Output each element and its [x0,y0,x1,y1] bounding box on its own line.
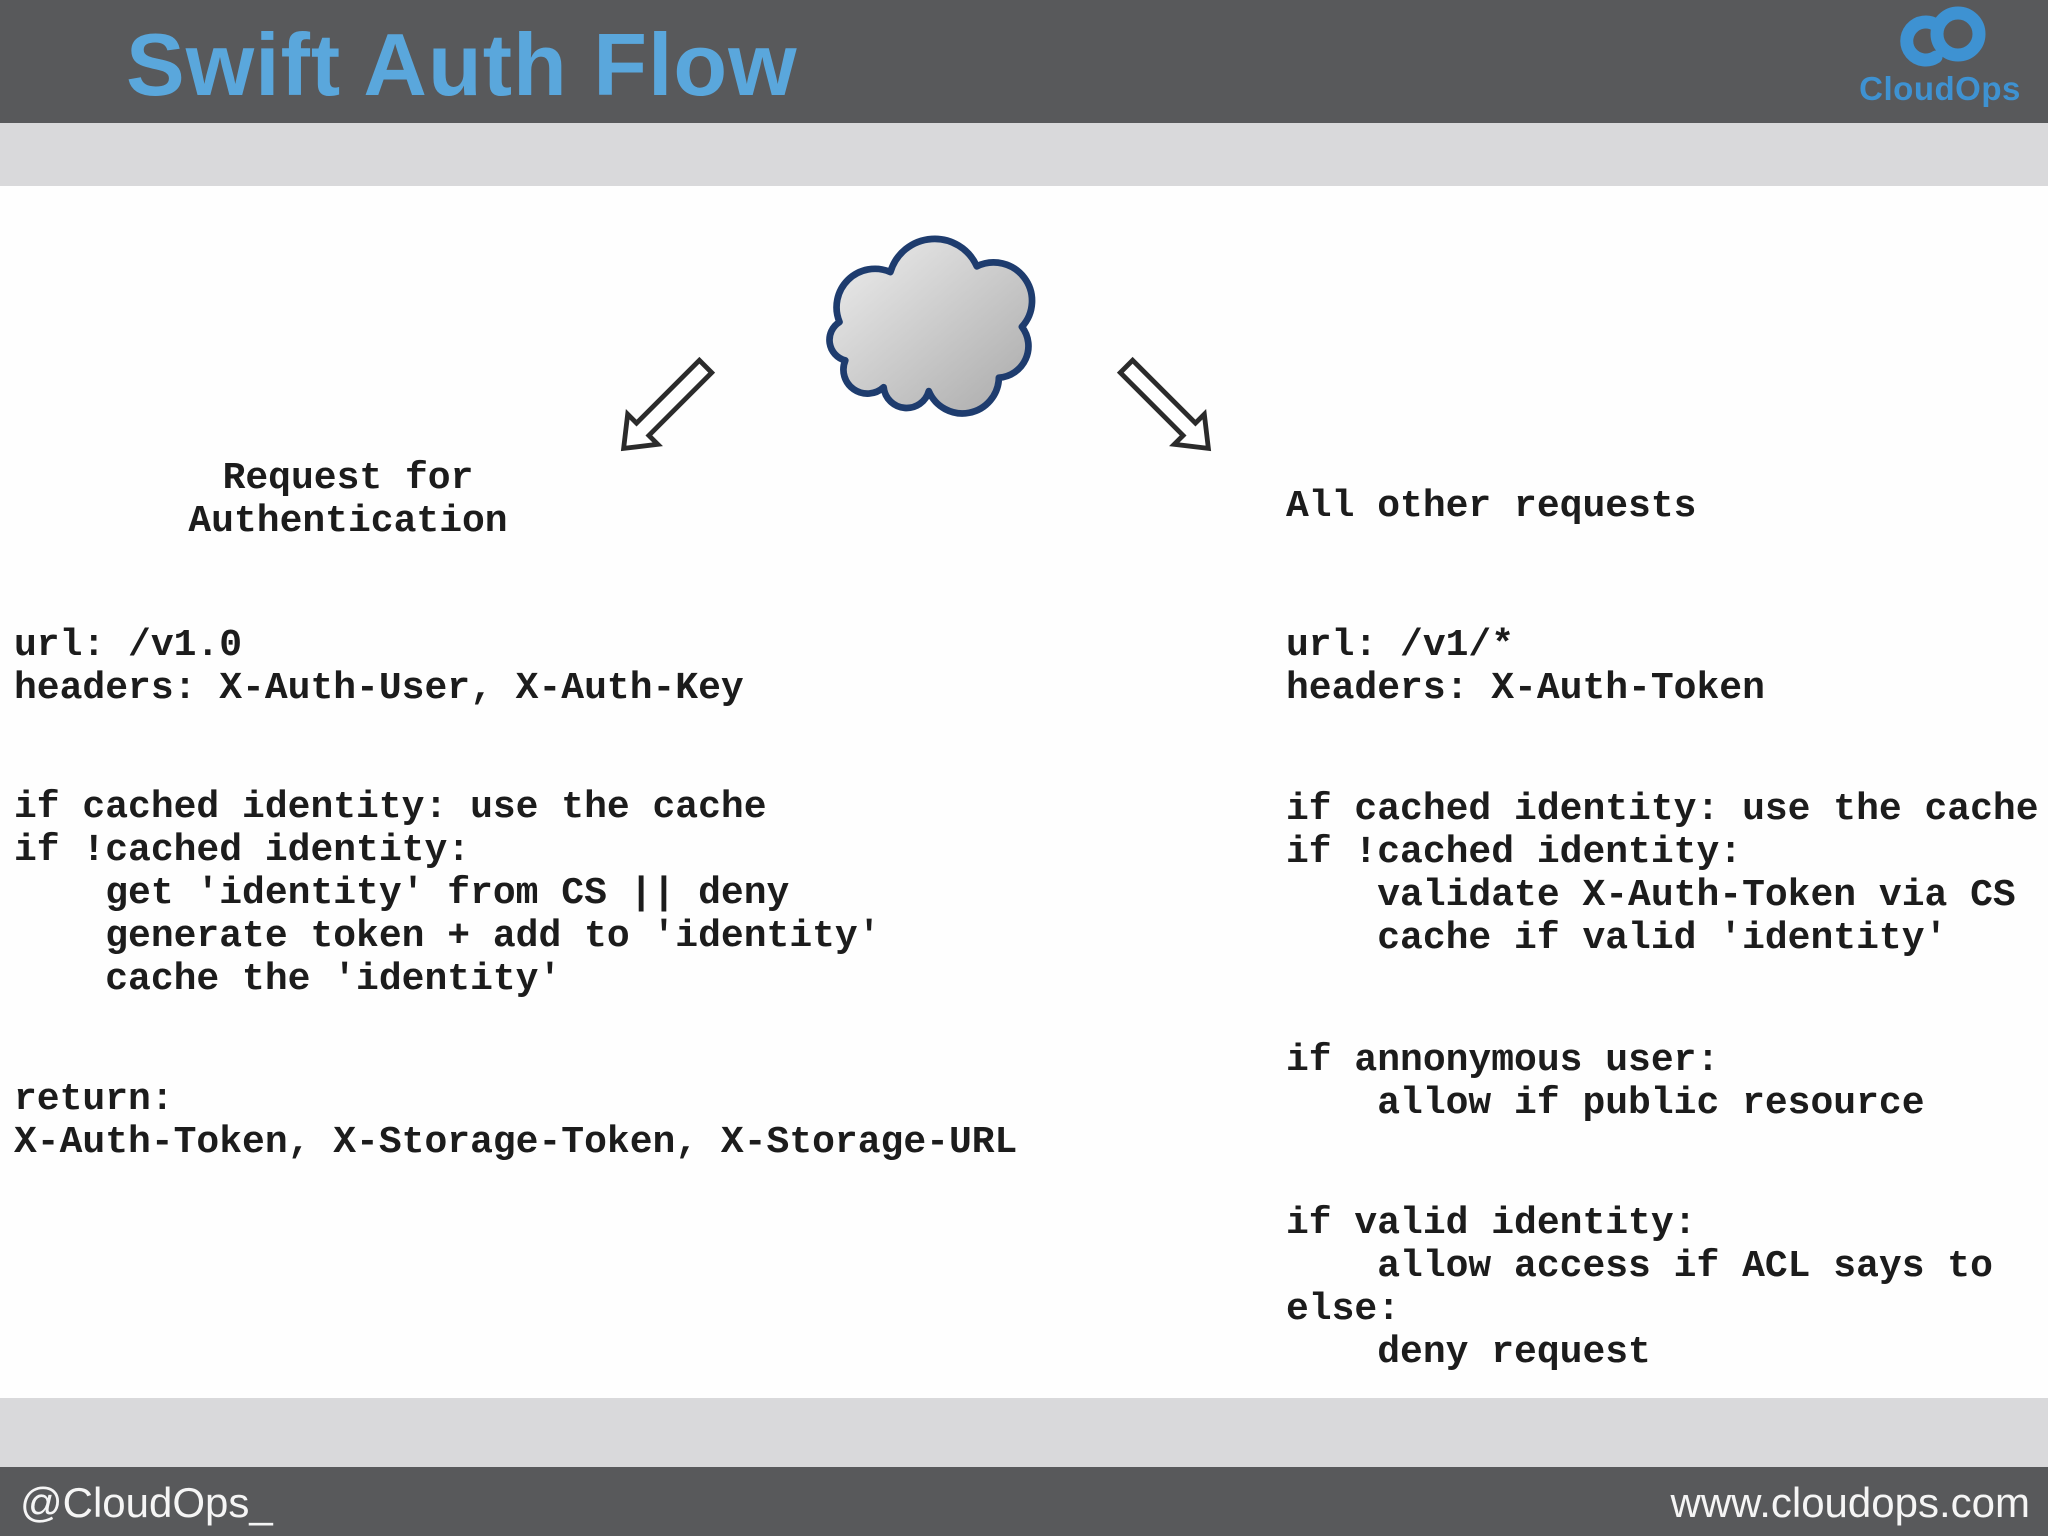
cloudops-logo-icon [1900,6,1986,67]
twitter-handle: @CloudOps_ [20,1479,273,1526]
left-branch-return: return: X-Auth-Token, X-Storage-Token, X… [14,1078,1018,1164]
arrow-down-left-icon [614,352,720,463]
left-branch-logic: if cached identity: use the cache if !ca… [14,786,881,1001]
arrow-down-right-icon [1112,352,1218,463]
cloudops-logo-label: CloudOps [1859,70,2021,107]
cloudops-logo: CloudOps [1850,6,2030,118]
right-branch-logic: if cached identity: use the cache if !ca… [1286,788,2039,960]
right-branch-anonymous-rule: if annonymous user: allow if public reso… [1286,1039,1925,1125]
left-branch-label: Request for Authentication [188,457,508,543]
cloud-icon [798,226,1050,423]
footer-bar: @CloudOps_ www.cloudops.com [0,1467,2048,1536]
right-branch-label: All other requests [1286,485,1697,528]
bottom-gray-band [0,1398,2048,1467]
left-branch-request: url: /v1.0 headers: X-Auth-User, X-Auth-… [14,624,744,710]
website-url: www.cloudops.com [1670,1479,2030,1526]
page-title: Swift Auth Flow [126,15,798,114]
right-branch-valid-identity-rule: if valid identity: allow access if ACL s… [1286,1202,1993,1374]
top-gray-band [0,123,2048,186]
right-branch-request: url: /v1/* headers: X-Auth-Token [1286,624,1765,710]
header-bar: Swift Auth Flow CloudOps [0,0,2048,123]
